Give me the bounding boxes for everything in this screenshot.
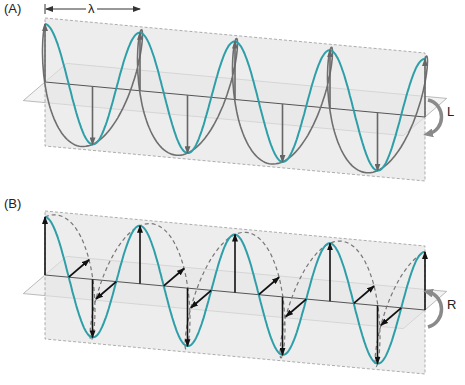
handedness-label: R (447, 297, 456, 313)
field-vector (191, 290, 211, 307)
panel-label: (B) (4, 196, 21, 212)
panel-label: (A) (4, 1, 21, 17)
field-vector (139, 33, 141, 91)
helix-curve (45, 215, 425, 367)
vertical-plane (45, 18, 425, 181)
field-vector (69, 260, 89, 277)
field-vector (354, 286, 374, 303)
field-vector (282, 104, 284, 162)
field-vector (44, 24, 46, 82)
field-vector (282, 297, 284, 355)
field-vector (424, 252, 426, 310)
field-vector (286, 299, 306, 316)
panel-b-wave (23, 211, 446, 374)
field-vector (139, 226, 141, 284)
field-vector (381, 308, 401, 325)
field-vector (92, 86, 94, 144)
teal-wave (45, 24, 425, 171)
field-vector (44, 217, 46, 275)
handedness-label: L (447, 104, 454, 120)
field-vector (187, 95, 189, 153)
field-vector (377, 113, 379, 171)
field-vector (259, 277, 279, 294)
field-vector (96, 282, 116, 299)
field-vector (234, 42, 236, 100)
teal-wave (45, 217, 425, 364)
field-vector (329, 50, 331, 108)
rotation-arrow (428, 292, 442, 327)
vertical-plane (45, 211, 425, 374)
field-vector (92, 279, 94, 337)
field-vector (164, 269, 184, 286)
wavelength-tick (45, 4, 46, 14)
field-vector (187, 288, 189, 346)
helix-curve (43, 24, 428, 173)
wavelength-label: λ (86, 1, 97, 17)
rotation-arrow (428, 100, 442, 134)
field-vector (234, 235, 236, 293)
field-vector (329, 243, 331, 301)
panel-a-wave (23, 18, 446, 181)
field-vector (377, 306, 379, 364)
field-vector (424, 59, 426, 117)
